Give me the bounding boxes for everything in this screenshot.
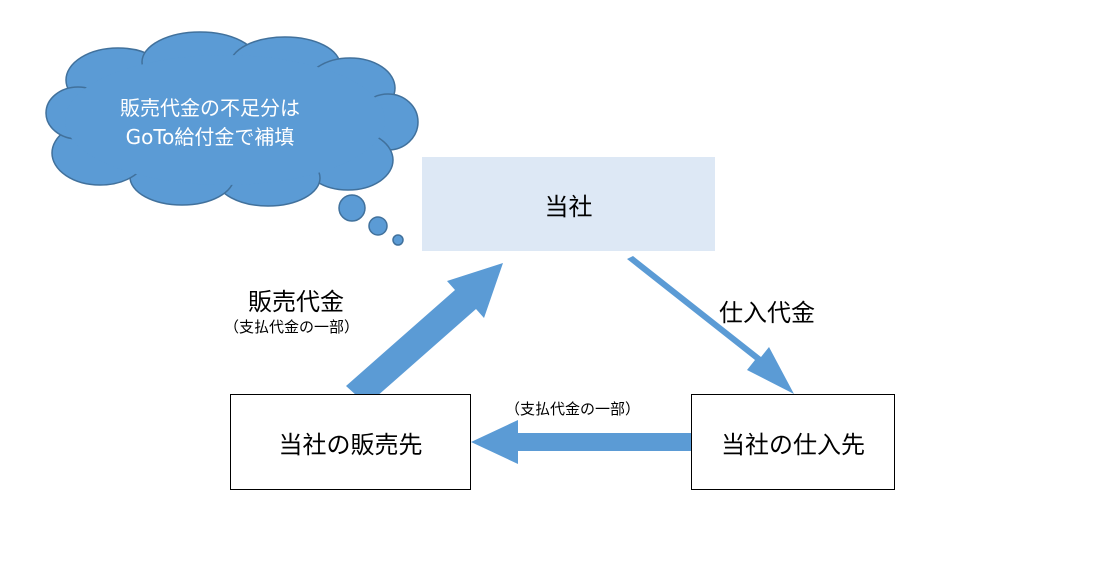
- arrow-company-to-supplier: [627, 256, 794, 394]
- node-supplier: 当社の仕入先: [691, 394, 895, 490]
- edge-label-purchase-payment: 仕入代金: [719, 299, 815, 327]
- node-customer-label: 当社の販売先: [278, 430, 423, 459]
- arrow-supplier-to-customer: [471, 420, 692, 464]
- node-company-label: 当社: [544, 192, 593, 221]
- thought-trail: [338, 194, 404, 246]
- node-supplier-label: 当社の仕入先: [721, 430, 865, 459]
- edge-label-sales-payment: 販売代金: [248, 288, 344, 316]
- thought-line-2: GoTo給付金で補填: [125, 125, 295, 149]
- arrow-customer-to-company: [346, 263, 503, 405]
- thought-line-1: 販売代金の不足分は: [120, 96, 300, 120]
- node-company: 当社: [422, 157, 715, 251]
- thought-cloud-icon: [45, 31, 419, 246]
- edge-sublabel-supplier-to-customer: （支払代金の一部）: [505, 400, 641, 418]
- node-customer: 当社の販売先: [230, 394, 471, 490]
- edge-sublabel-sales-payment: （支払代金の一部）: [224, 318, 360, 336]
